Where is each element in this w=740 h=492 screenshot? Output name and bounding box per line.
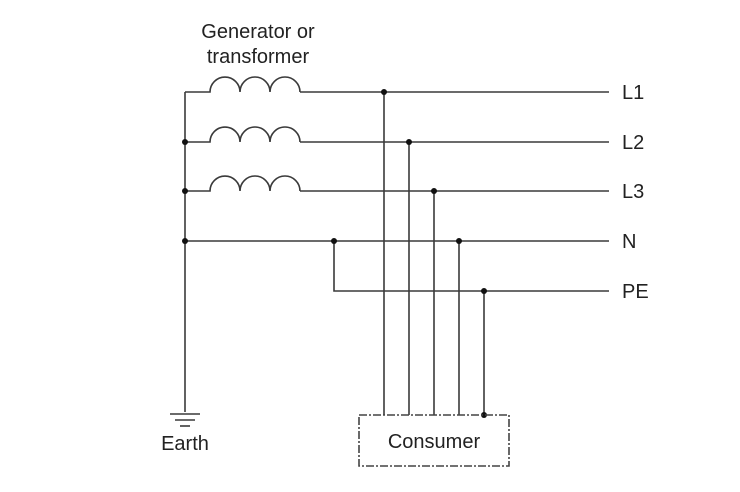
junction-dot [182,238,188,244]
junction-dot [182,188,188,194]
label-l1: L1 [622,82,644,104]
junction-dot [406,139,412,145]
conductor-pe [333,241,609,292]
coil-l3 [185,175,301,192]
junction-dot [431,188,437,194]
label-n: N [622,231,636,253]
junction-dot [481,288,487,294]
label-l3: L3 [622,181,644,203]
junction-dot [456,238,462,244]
junction-dot [381,89,387,95]
source-label-line1: Generator or [201,21,315,43]
earth-icon [170,413,200,427]
consumer-box [358,414,510,467]
junction-dot [182,139,188,145]
earth-label: Earth [161,433,209,455]
coil-l1 [185,76,301,93]
junction-dot [331,238,337,244]
source-label-line2: transformer [207,46,310,68]
coil-l2 [185,126,301,143]
label-pe: PE [622,281,649,303]
junction-dot [481,412,487,418]
label-l2: L2 [622,132,644,154]
consumer-label: Consumer [388,431,481,453]
